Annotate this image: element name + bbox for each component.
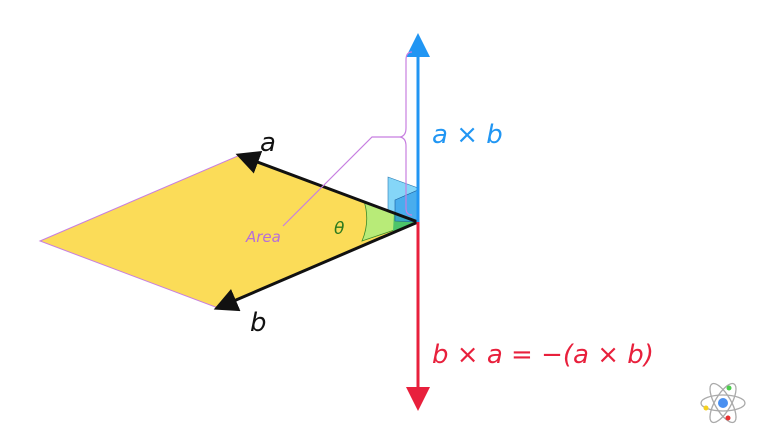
- a-cross-b-label: a × b: [432, 120, 503, 150]
- vector-b-label: b: [250, 308, 267, 338]
- vector-b-arrow: [213, 220, 419, 312]
- area-leader-line: [282, 136, 400, 227]
- vector-a-arrow: [235, 151, 419, 224]
- vector-a-label: a: [260, 128, 276, 158]
- b-cross-a-label: b × a = −(a × b): [432, 340, 654, 370]
- atom-icon: [700, 382, 746, 424]
- area-label: Area: [246, 228, 281, 246]
- theta-label: θ: [334, 219, 345, 239]
- parallelogram-area: [38, 154, 420, 309]
